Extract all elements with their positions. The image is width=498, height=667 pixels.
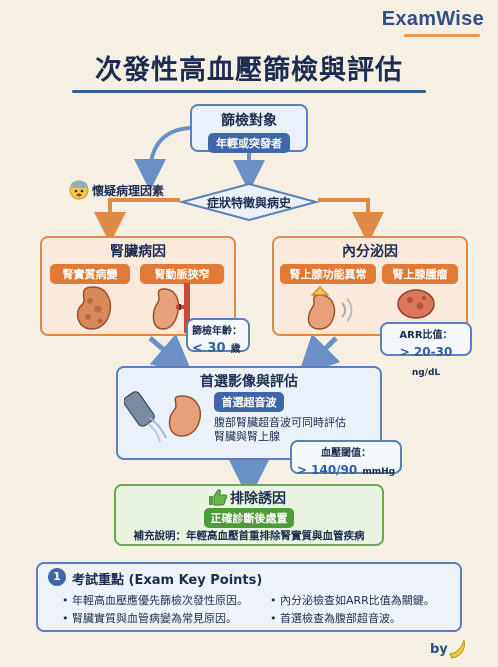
- screening-target-box: 篩檢對象 年輕或突發者: [190, 104, 308, 153]
- adrenal-dysfunction-pill: 腎上腺功能異常: [280, 264, 376, 284]
- adrenal-tumor-icon: [394, 286, 438, 326]
- arr-value: > 20-30: [399, 345, 453, 359]
- imaging-line-2: 腎臟與腎上腺: [214, 430, 280, 443]
- age-label: 篩檢年齡：: [192, 326, 242, 337]
- key-point-item: • 年輕高血壓應優先篩檢次發性原因。: [62, 594, 248, 607]
- banana-icon: [448, 638, 468, 664]
- screening-age-box: 篩檢年齡： < 30 歲: [186, 318, 250, 356]
- screening-pill: 年輕或突發者: [208, 133, 290, 153]
- key-point-text: 首選檢查為腹部超音波。: [280, 612, 401, 625]
- exclude-pill: 正確診斷後處置: [204, 508, 294, 528]
- adrenal-gland-icon: [300, 283, 356, 337]
- ultrasound-probe-icon: [123, 386, 210, 456]
- brand-logo: ExamWise: [381, 8, 484, 30]
- arr-label: ARR比值：: [399, 330, 453, 341]
- endocrine-causes-box: 內分泌因: [272, 236, 468, 336]
- renal-artery-pill: 腎動脈狹窄: [140, 264, 224, 284]
- bp-label: 血壓閾值：: [321, 448, 371, 459]
- arr-ratio-box: ARR比值： > 20-30 ng/dL: [380, 322, 472, 378]
- key-point-item: • 內分泌檢查如ARR比值為關鍵。: [270, 594, 435, 607]
- bp-unit: mmHg: [362, 467, 396, 477]
- renal-heading: 腎臟病因: [110, 244, 166, 260]
- kidney-icon: [70, 283, 116, 337]
- key-points-heading: 考試重點 (Exam Key Points): [72, 573, 263, 588]
- bp-threshold-box: 血壓閾值： > 140/90 mmHg: [290, 440, 402, 477]
- byline: by: [430, 642, 448, 657]
- ultrasound-pill: 首選超音波: [214, 392, 284, 412]
- bp-value: > 140/90: [296, 463, 358, 477]
- key-point-text: 腎臟實質與血管病變為常見原因。: [72, 612, 237, 625]
- key-points-number: 1: [48, 568, 66, 586]
- endocrine-heading: 內分泌因: [342, 244, 398, 260]
- key-point-item: • 首選檢查為腹部超音波。: [270, 612, 401, 625]
- exclude-note: 補充說明：年輕高血壓首重排除腎實質與血管疾病: [133, 530, 365, 542]
- exclude-heading: 排除誘因: [230, 491, 286, 507]
- adrenal-tumor-pill: 腎上腺腫瘤: [382, 264, 458, 284]
- age-value: < 30: [192, 341, 226, 356]
- screening-heading: 篩檢對象: [221, 113, 277, 129]
- thinking-face-icon: [68, 180, 90, 200]
- key-point-text: 年輕高血壓應優先篩檢次發性原因。: [72, 594, 248, 607]
- suspect-label: 懷疑病理因素: [92, 184, 165, 198]
- imaging-heading: 首選影像與評估: [200, 374, 298, 390]
- page-title: 次發性高血壓篩檢與評估: [95, 55, 403, 86]
- symptoms-label: 症狀特徵與病史: [206, 196, 291, 210]
- thumbs-up-icon: [208, 488, 228, 506]
- key-point-text: 內分泌檢查如ARR比值為關鍵。: [280, 594, 435, 607]
- age-unit: 歲: [230, 344, 241, 355]
- symptoms-diamond: [178, 182, 320, 222]
- title-divider: [72, 90, 426, 93]
- imaging-line-1: 腹部腎臟超音波可同時評估: [214, 416, 346, 429]
- key-points-box: [36, 562, 462, 632]
- exclude-box: [114, 484, 384, 546]
- key-point-item: • 腎臟實質與血管病變為常見原因。: [62, 612, 237, 625]
- arr-unit: ng/dL: [411, 368, 441, 378]
- renal-artery-icon: [150, 283, 196, 337]
- brand-underline: [404, 34, 480, 37]
- renal-parenchymal-pill: 腎實質病變: [50, 264, 130, 284]
